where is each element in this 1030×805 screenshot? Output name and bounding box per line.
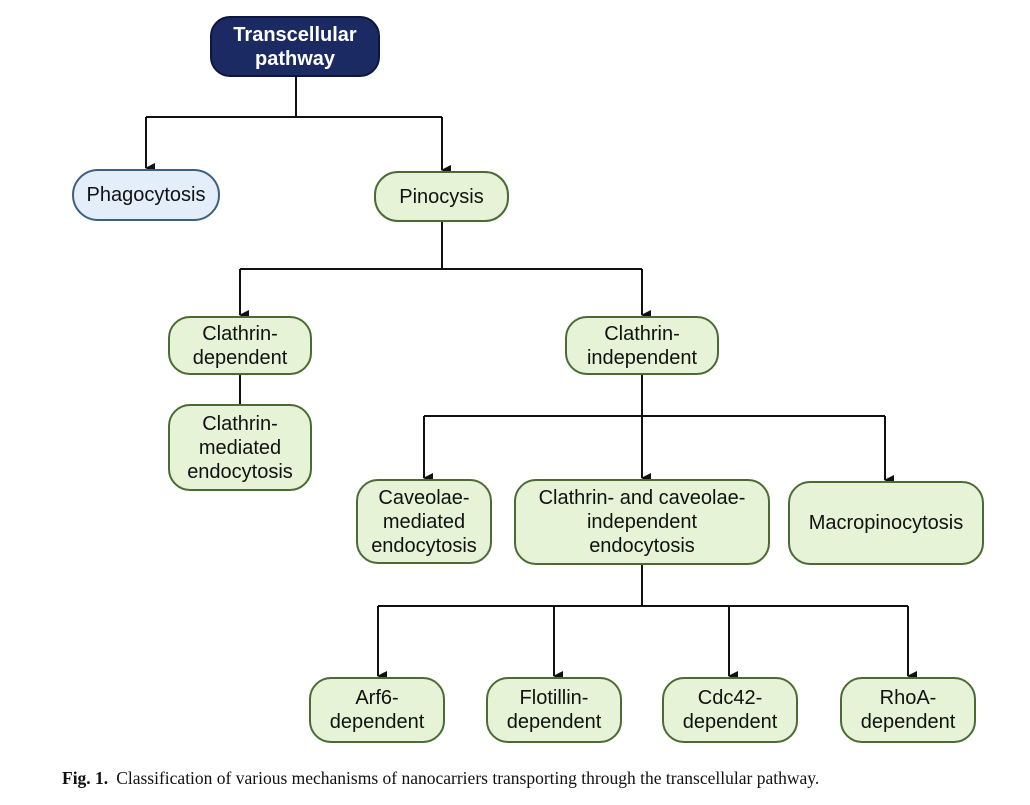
figure-caption: Fig. 1. Classification of various mechani… [62,768,1022,789]
node-arf6-dependent: Arf6- dependent [309,677,445,743]
node-transcellular-pathway: Transcellular pathway [210,16,380,77]
node-flotillin-dependent: Flotillin- dependent [486,677,622,743]
figure-caption-label: Fig. 1. [62,768,109,788]
node-macropinocytosis: Macropinocytosis [788,481,984,565]
node-clathrin-independent: Clathrin- independent [565,316,719,375]
node-rhoa-dependent: RhoA- dependent [840,677,976,743]
node-clathrin-caveolae-independent-endocytosis: Clathrin- and caveolae- independent endo… [514,479,770,565]
connector-layer [145,77,917,681]
node-cdc42-dependent: Cdc42- dependent [662,677,798,743]
node-clathrin-dependent: Clathrin- dependent [168,316,312,375]
node-pinocysis: Pinocysis [374,171,509,222]
node-phagocytosis: Phagocytosis [72,169,220,221]
figure-caption-text: Classification of various mechanisms of … [116,768,820,788]
node-caveolae-mediated-endocytosis: Caveolae- mediated endocytosis [356,479,492,564]
node-clathrin-mediated-endocytosis: Clathrin- mediated endocytosis [168,404,312,491]
